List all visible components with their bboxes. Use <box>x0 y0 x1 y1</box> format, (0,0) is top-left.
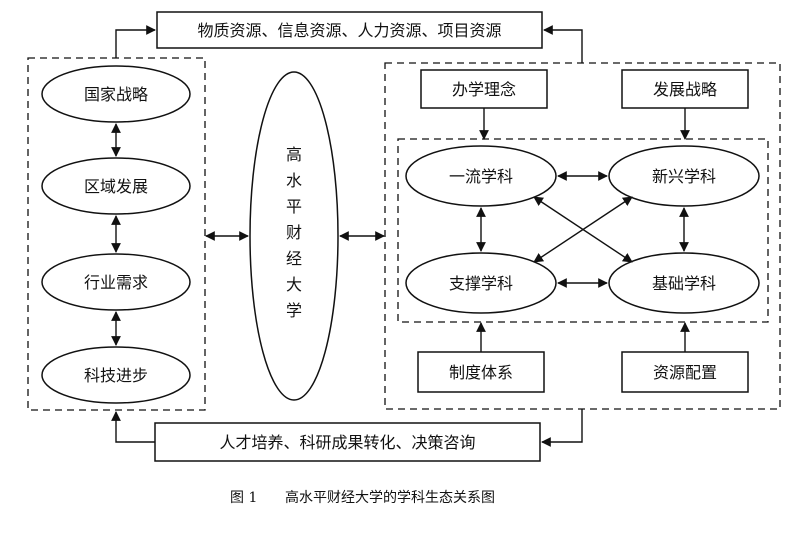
figure-title: 高水平财经大学的学科生态关系图 <box>285 489 495 506</box>
figure-number: 图 1 <box>230 490 257 506</box>
national-strategy-label: 国家战略 <box>84 85 148 104</box>
bottom-to-left-arrow <box>111 411 155 443</box>
right-to-top-arrow <box>543 25 583 63</box>
emerging-label: 新兴学科 <box>652 167 716 186</box>
ellipse-national-strategy <box>41 65 191 123</box>
system-box <box>417 351 545 393</box>
university-char: 高 <box>286 145 302 164</box>
bottom-outputs-box <box>154 422 541 462</box>
top-resources-text: 物质资源、信息资源、人力资源、项目资源 <box>197 21 501 40</box>
university-char: 学 <box>286 301 302 320</box>
ellipse-basic <box>608 252 760 314</box>
strategy-box <box>621 69 749 109</box>
ellipse-first-class <box>405 145 557 207</box>
university-vertical-text: 高 水 平 财 经 大 学 <box>286 145 302 320</box>
philosophy-box <box>420 69 548 109</box>
supporting-label: 支撑学科 <box>449 274 513 293</box>
university-char: 平 <box>286 197 302 216</box>
university-char: 财 <box>286 223 302 242</box>
tech-progress-label: 科技进步 <box>84 366 148 385</box>
philosophy-label: 办学理念 <box>452 80 516 99</box>
industry-demand-label: 行业需求 <box>84 273 148 292</box>
emerging-supporting-diagonal <box>533 196 633 263</box>
ellipse-university <box>249 71 339 401</box>
ellipse-tech-progress <box>41 346 191 404</box>
university-char: 大 <box>286 275 302 294</box>
system-label: 制度体系 <box>449 363 513 382</box>
ellipse-regional-development <box>41 157 191 215</box>
regional-development-label: 区域发展 <box>84 177 148 196</box>
strategy-label: 发展战略 <box>653 80 717 99</box>
resource-allocation-label: 资源配置 <box>653 363 717 382</box>
university-char: 经 <box>286 249 302 268</box>
left-to-top-arrow <box>115 25 156 58</box>
top-resources-box <box>156 11 543 49</box>
ellipse-emerging <box>608 145 760 207</box>
basic-label: 基础学科 <box>652 274 716 293</box>
university-char: 水 <box>286 171 302 190</box>
right-to-bottom-arrow <box>541 409 583 447</box>
bottom-outputs-text: 人才培养、科研成果转化、决策咨询 <box>219 433 475 452</box>
disciplines-dashed-group <box>397 138 769 323</box>
first-class-label: 一流学科 <box>449 167 513 186</box>
resource-allocation-box <box>621 351 749 393</box>
ellipse-industry-demand <box>41 253 191 311</box>
ellipse-supporting <box>405 252 557 314</box>
